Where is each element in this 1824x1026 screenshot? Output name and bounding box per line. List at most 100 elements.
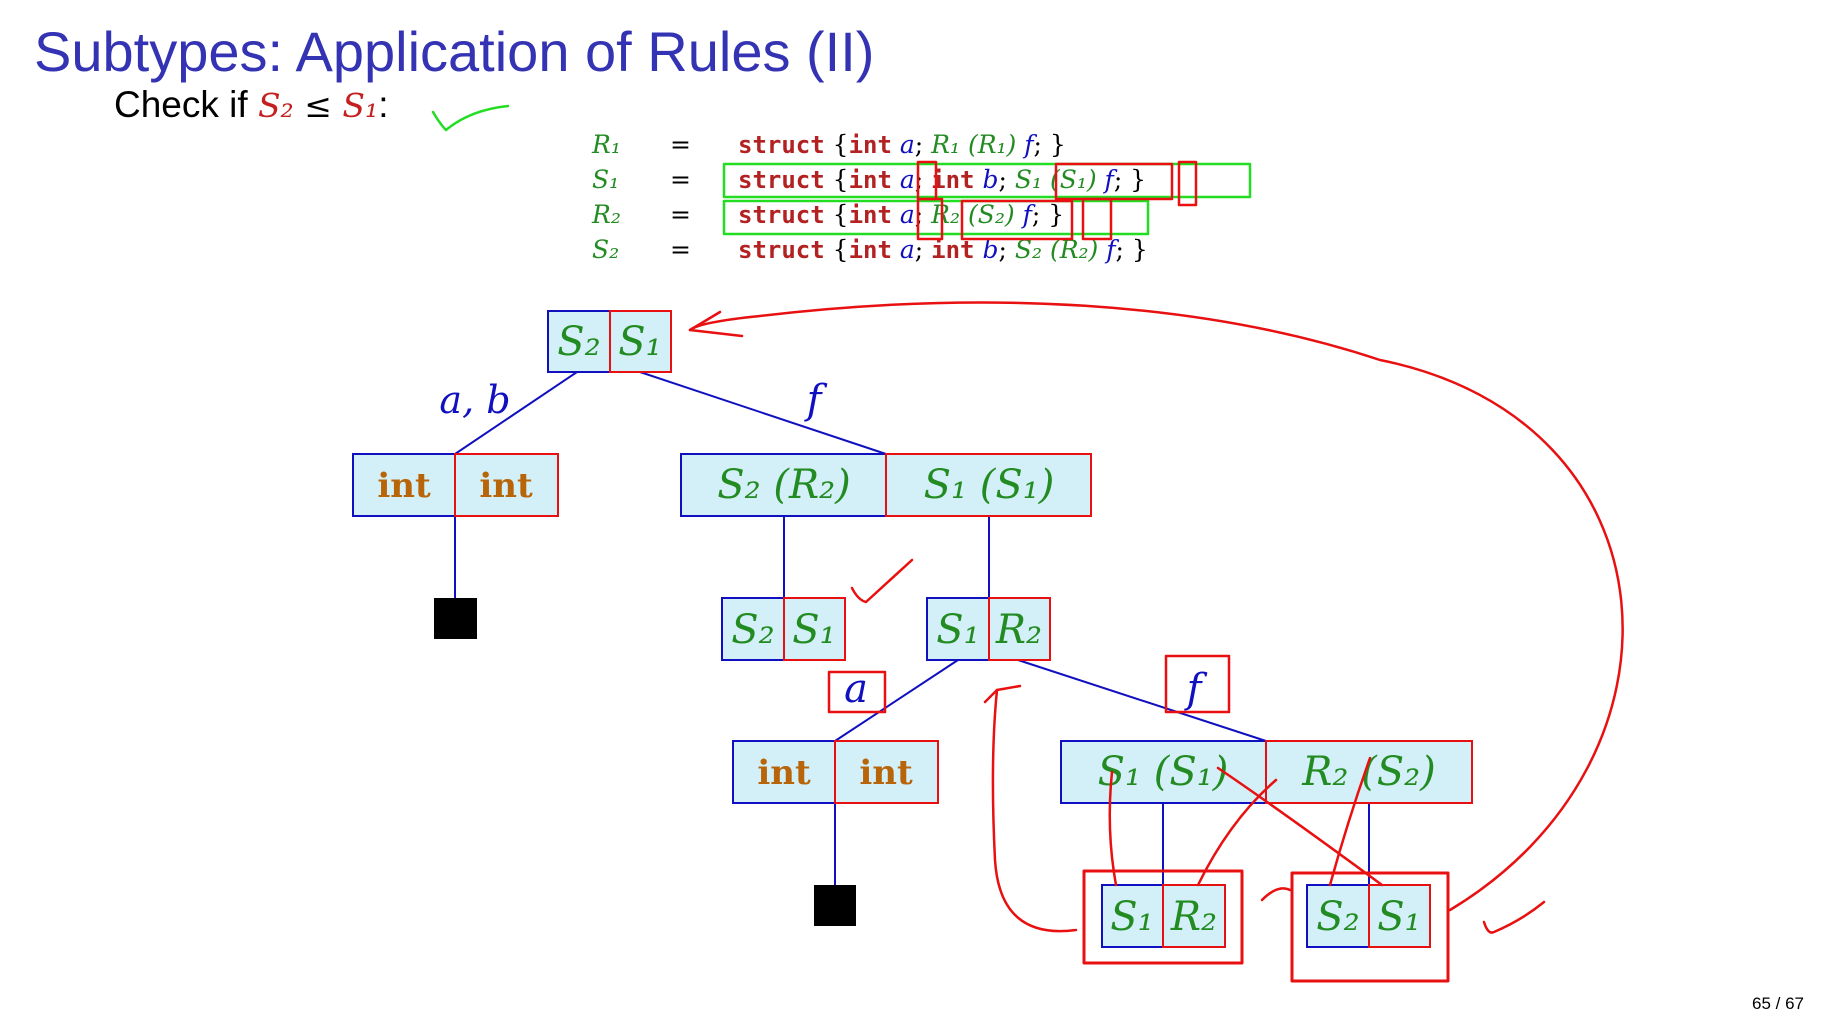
cell-label: S₁	[618, 319, 661, 365]
highlight-a-s1	[916, 160, 938, 201]
fn-return-type: R₁	[931, 130, 961, 159]
field-a: a	[891, 130, 915, 159]
leaf-terminal	[434, 598, 477, 639]
kw-int: int	[848, 166, 892, 194]
field-a: a	[891, 235, 915, 264]
field-f: f	[1014, 200, 1032, 229]
field-b: b	[974, 235, 999, 264]
highlight-r2s2	[960, 199, 1074, 241]
edge-pair-f	[1017, 659, 1267, 742]
node-leaf-s2-s1: S₂ S₁	[1306, 884, 1431, 948]
check-mark-red	[850, 558, 914, 604]
cell-label: int	[479, 466, 533, 506]
check-mark-green	[431, 104, 510, 132]
semicolon: ;	[914, 130, 932, 159]
node-root: S₂ S₁	[547, 310, 672, 373]
check-mark-final	[1482, 900, 1546, 934]
cell-right	[1265, 740, 1473, 804]
kw-int: int	[848, 131, 892, 159]
cell-label: S₂ (R₂)	[717, 462, 851, 508]
cell-left	[1101, 884, 1164, 948]
def-rhs: struct {int a; int b; S₂ (R₂) f; }	[738, 235, 1148, 264]
closing-brace: ; }	[1033, 130, 1066, 159]
cell-label: R₂ (S₂)	[1301, 749, 1436, 795]
brace: {	[824, 130, 849, 159]
slide-title: Subtypes: Application of Rules (II)	[34, 20, 875, 83]
tree-edges	[454, 371, 1370, 885]
semicolon: ;	[998, 165, 1015, 194]
closing-brace: ; }	[1031, 200, 1065, 229]
kw-struct: struct	[738, 201, 825, 229]
brace: {	[824, 165, 849, 194]
brace: {	[824, 235, 849, 264]
field-f: f	[1098, 235, 1116, 264]
highlight-box-r2	[722, 199, 1150, 236]
field-a: a	[891, 200, 915, 229]
cell-label: int	[757, 753, 811, 793]
map-arrow-3	[1196, 778, 1278, 887]
edge-label-f2: f	[1184, 666, 1208, 712]
kw-struct: struct	[738, 166, 825, 194]
fn-return-type: S₁	[1014, 165, 1042, 194]
cell-label: S₂	[557, 319, 600, 365]
fn-param-type: (S₁)	[1042, 165, 1097, 194]
brace: {	[824, 200, 849, 229]
closing-brace: ; }	[1113, 165, 1147, 194]
node-int-pair-2: int int	[732, 740, 939, 804]
def-rhs: struct {int a; int b; S₁ (S₁) f; }	[738, 165, 1146, 194]
fn-param-type: (S₂)	[960, 200, 1015, 229]
field-b: b	[974, 165, 999, 194]
semicolon: ;	[998, 235, 1015, 264]
edge-label-f: f	[804, 377, 828, 423]
leaf-terminal	[814, 885, 856, 926]
squiggle-mark	[1260, 887, 1292, 902]
closing-brace: ; }	[1115, 235, 1148, 264]
highlight-leaf-c	[1082, 869, 1244, 965]
cell-right	[783, 597, 846, 661]
cell-label: R₂	[995, 607, 1042, 653]
highlight-a-r2	[916, 197, 944, 241]
cell-left	[1060, 740, 1267, 804]
cell-label: S₁ (S₁)	[924, 462, 1055, 508]
map-arrow-2	[1216, 766, 1384, 887]
handwritten-annotations	[431, 104, 1624, 983]
cell-label: S₂	[1316, 894, 1359, 940]
check-op: ≤	[293, 86, 343, 125]
def-eq: =	[670, 130, 691, 159]
def-lhs: R₁	[592, 130, 621, 159]
fn-param-type: (R₁)	[960, 130, 1017, 159]
def-lhs: S₂	[592, 235, 620, 264]
node-int-pair: int int	[352, 453, 559, 517]
kw-struct: struct	[738, 131, 825, 159]
cell-right	[1162, 884, 1226, 948]
cell-left	[680, 453, 887, 517]
highlight-edge-a	[827, 670, 887, 714]
check-lhs: S₂	[257, 86, 294, 125]
cell-right	[885, 453, 1092, 517]
check-prefix: Check if	[114, 84, 248, 125]
kw-int: int	[931, 236, 975, 264]
cell-label: S₁	[1377, 894, 1420, 940]
kw-int: int	[931, 166, 975, 194]
arrow-head-icon	[983, 684, 1022, 704]
semicolon: ;	[914, 235, 932, 264]
kw-int: int	[848, 201, 892, 229]
page-number: 65 / 67	[1752, 994, 1804, 1013]
node-fn-pair: S₂ (R₂) S₁ (S₁)	[680, 453, 1092, 517]
cell-label: S₁	[792, 607, 835, 653]
recursion-arrow	[688, 301, 1624, 912]
highlight-box-s1	[722, 162, 1252, 199]
cell-label: S₁	[1110, 894, 1153, 940]
arrow-head-icon	[688, 310, 744, 338]
map-arrow-4	[1328, 756, 1372, 887]
kw-struct: struct	[738, 236, 825, 264]
cell-right	[1368, 884, 1431, 948]
def-eq: =	[670, 235, 691, 264]
node-pair-s1-r2: S₁ R₂	[926, 597, 1051, 661]
field-f: f	[1096, 165, 1114, 194]
cell-label: int	[377, 466, 431, 506]
check-statement: Check if S₂ ≤ S₁:	[114, 86, 389, 123]
check-rhs: S₁	[342, 86, 379, 125]
cell-label: R₂	[1170, 894, 1217, 940]
